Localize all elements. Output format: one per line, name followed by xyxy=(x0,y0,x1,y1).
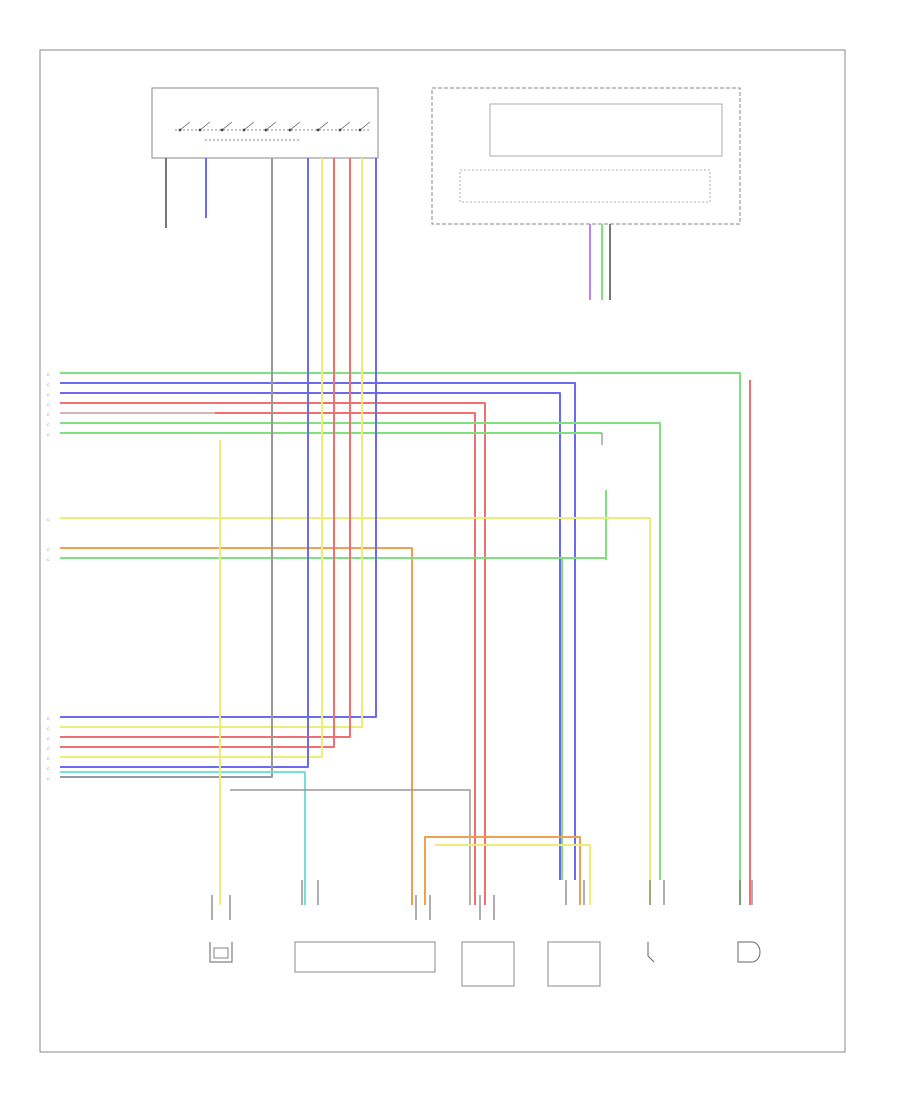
ecm-box xyxy=(431,87,741,225)
wire-blue-1 xyxy=(60,382,576,880)
svg-text:C: C xyxy=(47,413,50,417)
wire-green-1 xyxy=(60,372,741,905)
wire-orange-2 xyxy=(424,836,581,905)
wire-gray-2 xyxy=(60,158,273,778)
svg-text:C: C xyxy=(47,737,50,741)
bottom-component-1 xyxy=(209,942,233,963)
transmission-range-switch xyxy=(151,87,379,159)
svg-text:C: C xyxy=(47,548,50,552)
svg-text:C: C xyxy=(47,383,50,387)
left-connector-pins: C C C C C C C C C C C C C C C C C xyxy=(47,373,50,781)
svg-text:C: C xyxy=(47,373,50,377)
svg-text:C: C xyxy=(47,433,50,437)
diagram-frame xyxy=(39,49,846,1053)
wire-yellow-3 xyxy=(60,158,323,758)
bottom-component-4 xyxy=(547,941,601,987)
bottom-component-5 xyxy=(647,942,655,963)
bottom-component-2 xyxy=(294,941,436,973)
wire-green-2 xyxy=(60,422,661,880)
svg-text:C: C xyxy=(47,558,50,562)
harness-wires xyxy=(60,158,751,905)
wire-red-1 xyxy=(60,402,486,905)
svg-text:C: C xyxy=(47,777,50,781)
bottom-component-3 xyxy=(461,941,515,987)
wire-yellow-5 xyxy=(435,844,591,905)
switch-short-drops xyxy=(165,158,207,228)
svg-text:C: C xyxy=(47,767,50,771)
wire-cyan-1 xyxy=(60,771,306,905)
wire-red-4 xyxy=(60,158,351,738)
svg-text:C: C xyxy=(47,393,50,397)
wire-yellow-2 xyxy=(60,158,363,728)
wire-connector-ticks xyxy=(211,880,753,920)
bottom-component-6 xyxy=(737,941,761,963)
wire-red-5 xyxy=(60,158,335,748)
svg-text:C: C xyxy=(47,518,50,522)
svg-text:C: C xyxy=(47,423,50,427)
wire-blue-4 xyxy=(60,158,309,768)
svg-text:C: C xyxy=(47,717,50,721)
wire-blue-3 xyxy=(60,158,377,718)
svg-text:C: C xyxy=(47,727,50,731)
svg-text:C: C xyxy=(47,747,50,751)
ecm-output-wires xyxy=(589,224,611,300)
svg-text:C: C xyxy=(47,403,50,407)
wire-blue-2 xyxy=(60,392,561,880)
svg-text:C: C xyxy=(47,757,50,761)
wire-orange-1 xyxy=(60,547,413,905)
wire-yellow-1 xyxy=(60,517,651,905)
wire-gray-3 xyxy=(230,789,471,905)
